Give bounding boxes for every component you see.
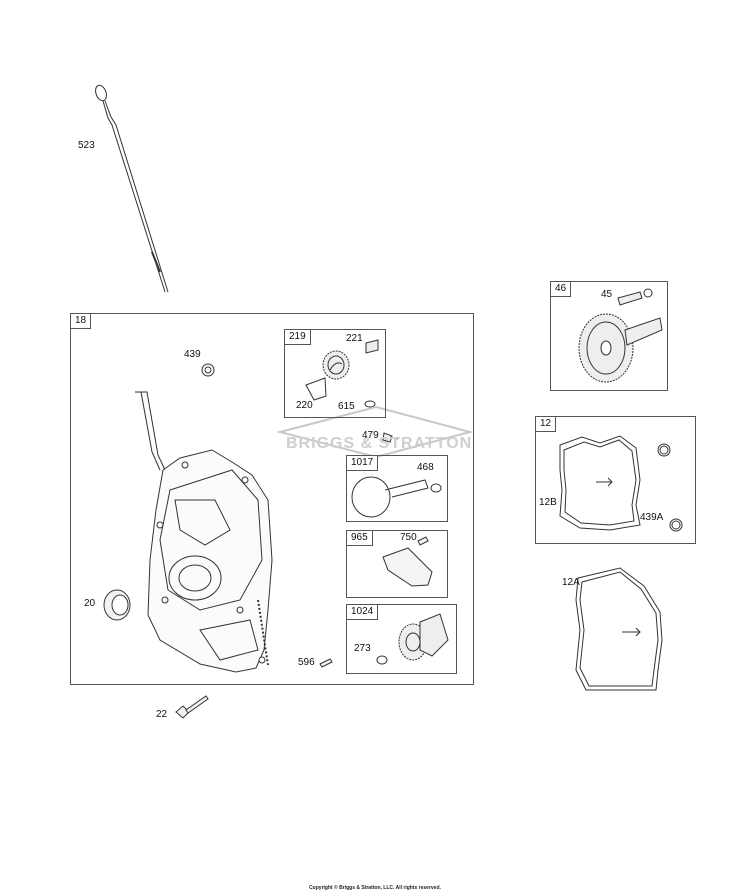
crankcase-cover-part — [135, 391, 273, 673]
group-label-12: 12 — [536, 417, 557, 432]
group-box-1017: 1017 — [346, 455, 448, 522]
part-label-439a: 439A — [640, 512, 664, 523]
group-label-46: 46 — [551, 282, 572, 297]
part-label-479: 479 — [362, 430, 379, 441]
dipstick-part — [95, 84, 169, 293]
governor-gear-part — [305, 339, 379, 408]
part-label-468: 468 — [417, 462, 434, 473]
group-label-219: 219 — [285, 330, 311, 345]
part-label-221: 221 — [346, 333, 363, 344]
part-label-20: 20 — [84, 598, 96, 609]
oil-pump-part — [376, 613, 449, 665]
part-label-596: 596 — [298, 657, 315, 668]
watermark-text: BRIGGS & STRATTON — [286, 435, 473, 452]
screw-479-part — [382, 432, 399, 443]
part-label-615: 615 — [338, 401, 355, 412]
oil-seal-part — [103, 589, 131, 621]
part-label-22: 22 — [156, 709, 168, 720]
oil-pickup-part — [351, 476, 442, 518]
camshaft-part — [578, 288, 663, 383]
cover-plate-part — [382, 536, 433, 587]
group-box-18: 18 — [70, 313, 474, 685]
part-label-750: 750 — [400, 532, 417, 543]
group-label-1024: 1024 — [347, 605, 379, 620]
part-label-12b: 12B — [539, 497, 557, 508]
group-box-46: 46 — [550, 281, 668, 391]
part-label-220: 220 — [296, 400, 313, 411]
part-label-523: 523 — [78, 140, 95, 151]
part-label-273: 273 — [354, 643, 371, 654]
group-label-1017: 1017 — [347, 456, 379, 471]
group-box-1024: 1024 — [346, 604, 457, 674]
seal-ring-part — [201, 363, 215, 377]
screw-596-part — [319, 658, 333, 668]
part-label-45: 45 — [601, 289, 613, 300]
gasket-12b-part — [559, 435, 683, 532]
copyright-notice: Copyright © Briggs & Stratton, LLC. All … — [309, 885, 441, 891]
watermark-logo — [276, 405, 474, 459]
bolt-part — [175, 695, 209, 719]
group-box-12: 12 — [535, 416, 696, 544]
group-label-965: 965 — [347, 531, 373, 546]
part-label-12a: 12A — [562, 577, 580, 588]
group-box-965: 965 — [346, 530, 448, 598]
part-label-439: 439 — [184, 349, 201, 360]
gasket-12a-part — [575, 567, 663, 691]
group-label-18: 18 — [71, 314, 92, 329]
group-box-219: 219 — [284, 329, 386, 418]
